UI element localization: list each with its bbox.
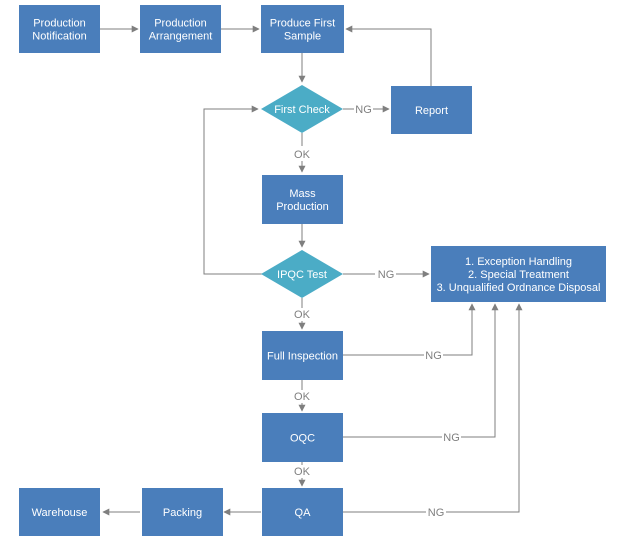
node-warehouse: Warehouse (19, 488, 100, 536)
node-label-line: Production (276, 201, 329, 213)
node-label-line: IPQC Test (277, 269, 327, 281)
edge-report-to-first-sample (345, 25, 432, 86)
node-label-line: Full Inspection (267, 351, 338, 363)
ipqc-ng-label: NG (378, 269, 395, 281)
edge-ipqc-loop-to-first-check (203, 105, 263, 275)
connectors (100, 25, 523, 516)
full-inspection-label: Full Inspection (267, 351, 338, 363)
node-label-line: Sample (284, 31, 321, 43)
packing-label: Packing (163, 507, 202, 519)
node-label-line: Packing (163, 507, 202, 519)
oqc-ok-label: OK (294, 466, 311, 478)
node-label-line: First Check (274, 104, 330, 116)
first-check-ok-label: OK (294, 149, 311, 161)
node-label-line: Produce First (270, 18, 335, 30)
first-check-label: First Check (274, 104, 330, 116)
node-label-line: Arrangement (149, 31, 213, 43)
node-label-line: QA (295, 507, 312, 519)
edge-labels: NG OK NG OK NG OK NG OK NG (294, 104, 460, 519)
node-label-line: 3. Unqualified Ordnance Disposal (437, 282, 601, 294)
ipqc-test-label: IPQC Test (277, 269, 327, 281)
node-label-line: 1. Exception Handling (465, 256, 572, 268)
warehouse-label: Warehouse (32, 507, 88, 519)
node-full-inspection: Full Inspection (262, 331, 343, 380)
node-qa: QA (262, 488, 343, 536)
node-label-line: Production (154, 18, 207, 30)
oqc-label: OQC (290, 433, 315, 445)
node-ipqc-test: IPQC Test (261, 250, 343, 298)
node-first-check: First Check (261, 85, 343, 133)
first-check-ng-label: NG (355, 104, 372, 116)
node-report: Report (391, 86, 472, 134)
node-label-line: 2. Special Treatment (468, 269, 569, 281)
edge-oqc-ng-b (461, 303, 499, 438)
node-packing: Packing (142, 488, 223, 536)
node-label-line: OQC (290, 433, 315, 445)
node-label-line: Mass (289, 188, 316, 200)
node-label-line: Notification (32, 31, 86, 43)
node-label-line: Production (33, 18, 86, 30)
oqc-ng-label: NG (443, 432, 460, 444)
full-inspection-ok-label: OK (294, 391, 311, 403)
qa-label: QA (295, 507, 312, 519)
full-inspection-ng-label: NG (425, 350, 442, 362)
report-label: Report (415, 105, 448, 117)
node-label-line: Report (415, 105, 448, 117)
node-label-line: Warehouse (32, 507, 88, 519)
ipqc-ok-label: OK (294, 309, 311, 321)
edge-qa-ng-b (446, 303, 523, 513)
edge-full-inspection-ng-b (443, 303, 476, 356)
qa-ng-label: NG (428, 507, 445, 519)
node-oqc: OQC (262, 413, 343, 462)
